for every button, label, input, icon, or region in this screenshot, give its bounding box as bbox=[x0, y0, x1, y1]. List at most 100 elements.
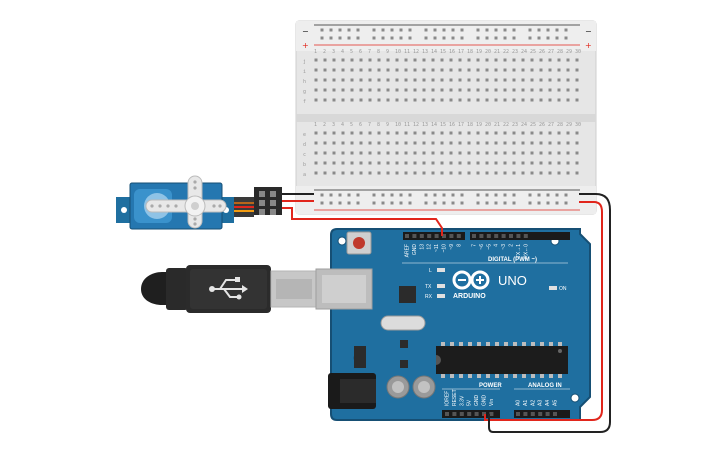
header-pin[interactable] bbox=[516, 412, 520, 416]
breadboard-hole[interactable] bbox=[395, 171, 399, 175]
header-pin[interactable] bbox=[452, 412, 457, 416]
breadboard-hole[interactable] bbox=[350, 78, 354, 82]
breadboard-hole[interactable] bbox=[332, 88, 336, 92]
breadboard-hole[interactable] bbox=[404, 68, 408, 72]
breadboard-hole[interactable] bbox=[314, 98, 318, 102]
rail-hole[interactable] bbox=[451, 193, 455, 197]
rail-hole[interactable] bbox=[512, 28, 516, 32]
breadboard-hole[interactable] bbox=[395, 141, 399, 145]
breadboard-hole[interactable] bbox=[503, 78, 507, 82]
rail-hole[interactable] bbox=[503, 201, 507, 205]
rail-hole[interactable] bbox=[381, 36, 385, 40]
breadboard-hole[interactable] bbox=[512, 161, 516, 165]
header-pin[interactable] bbox=[530, 412, 535, 416]
breadboard-hole[interactable] bbox=[332, 171, 336, 175]
breadboard-hole[interactable] bbox=[440, 131, 444, 135]
rail-hole[interactable] bbox=[372, 28, 376, 32]
breadboard-hole[interactable] bbox=[485, 171, 489, 175]
breadboard-hole[interactable] bbox=[368, 88, 372, 92]
breadboard-hole[interactable] bbox=[494, 161, 498, 165]
breadboard-hole[interactable] bbox=[359, 151, 363, 155]
breadboard-hole[interactable] bbox=[422, 131, 426, 135]
rail-hole[interactable] bbox=[338, 201, 342, 205]
breadboard-hole[interactable] bbox=[350, 88, 354, 92]
breadboard-hole[interactable] bbox=[314, 161, 318, 165]
breadboard-hole[interactable] bbox=[548, 78, 552, 82]
rail-hole[interactable] bbox=[372, 36, 376, 40]
rail-hole[interactable] bbox=[451, 201, 455, 205]
servo-horn[interactable] bbox=[145, 175, 227, 229]
breadboard-hole[interactable] bbox=[449, 68, 453, 72]
rail-hole[interactable] bbox=[442, 201, 446, 205]
breadboard-hole[interactable] bbox=[422, 78, 426, 82]
breadboard-hole[interactable] bbox=[341, 78, 345, 82]
breadboard-hole[interactable] bbox=[449, 98, 453, 102]
header-pin[interactable] bbox=[479, 234, 484, 238]
breadboard-hole[interactable] bbox=[557, 151, 561, 155]
breadboard-hole[interactable] bbox=[548, 98, 552, 102]
breadboard-hole[interactable] bbox=[422, 141, 426, 145]
breadboard-hole[interactable] bbox=[449, 131, 453, 135]
breadboard-hole[interactable] bbox=[314, 78, 318, 82]
breadboard-hole[interactable] bbox=[458, 58, 462, 62]
breadboard-hole[interactable] bbox=[431, 78, 435, 82]
breadboard-hole[interactable] bbox=[539, 171, 543, 175]
breadboard-hole[interactable] bbox=[359, 171, 363, 175]
breadboard-hole[interactable] bbox=[386, 58, 390, 62]
header-pin[interactable] bbox=[489, 412, 494, 416]
rail-hole[interactable] bbox=[338, 28, 342, 32]
breadboard-hole[interactable] bbox=[341, 98, 345, 102]
breadboard-hole[interactable] bbox=[323, 78, 327, 82]
rail-hole[interactable] bbox=[476, 36, 480, 40]
breadboard-hole[interactable] bbox=[476, 68, 480, 72]
breadboard-hole[interactable] bbox=[521, 151, 525, 155]
rail-hole[interactable] bbox=[338, 36, 342, 40]
breadboard-hole[interactable] bbox=[539, 141, 543, 145]
rail-hole[interactable] bbox=[347, 201, 351, 205]
breadboard-hole[interactable] bbox=[494, 68, 498, 72]
breadboard-hole[interactable] bbox=[440, 98, 444, 102]
breadboard-hole[interactable] bbox=[530, 131, 534, 135]
rail-hole[interactable] bbox=[381, 28, 385, 32]
rail-hole[interactable] bbox=[460, 36, 464, 40]
breadboard-hole[interactable] bbox=[350, 98, 354, 102]
breadboard-hole[interactable] bbox=[431, 171, 435, 175]
breadboard-hole[interactable] bbox=[368, 171, 372, 175]
servo-motor[interactable] bbox=[116, 175, 282, 230]
breadboard-hole[interactable] bbox=[494, 171, 498, 175]
breadboard-hole[interactable] bbox=[449, 171, 453, 175]
breadboard-hole[interactable] bbox=[494, 141, 498, 145]
breadboard-hole[interactable] bbox=[494, 131, 498, 135]
breadboard-hole[interactable] bbox=[476, 98, 480, 102]
breadboard-hole[interactable] bbox=[341, 58, 345, 62]
breadboard-hole[interactable] bbox=[530, 151, 534, 155]
breadboard-hole[interactable] bbox=[557, 171, 561, 175]
breadboard-hole[interactable] bbox=[404, 171, 408, 175]
rail-hole[interactable] bbox=[537, 193, 541, 197]
breadboard-hole[interactable] bbox=[341, 68, 345, 72]
rail-hole[interactable] bbox=[399, 36, 403, 40]
breadboard-hole[interactable] bbox=[539, 98, 543, 102]
breadboard-hole[interactable] bbox=[557, 78, 561, 82]
breadboard-hole[interactable] bbox=[467, 58, 471, 62]
rail-hole[interactable] bbox=[494, 193, 498, 197]
breadboard-hole[interactable] bbox=[566, 151, 570, 155]
rail-hole[interactable] bbox=[399, 193, 403, 197]
header-pin[interactable] bbox=[509, 234, 513, 238]
breadboard-hole[interactable] bbox=[386, 141, 390, 145]
rail-hole[interactable] bbox=[399, 28, 403, 32]
breadboard-hole[interactable] bbox=[485, 88, 489, 92]
breadboard-hole[interactable] bbox=[404, 88, 408, 92]
rail-hole[interactable] bbox=[347, 36, 351, 40]
breadboard-hole[interactable] bbox=[422, 68, 426, 72]
breadboard-hole[interactable] bbox=[539, 161, 543, 165]
breadboard-hole[interactable] bbox=[323, 58, 327, 62]
breadboard-hole[interactable] bbox=[413, 151, 417, 155]
rail-hole[interactable] bbox=[320, 28, 324, 32]
breadboard-hole[interactable] bbox=[404, 131, 408, 135]
header-pin[interactable] bbox=[523, 412, 528, 416]
header-pin[interactable] bbox=[459, 412, 464, 416]
rail-hole[interactable] bbox=[442, 36, 446, 40]
arduino-uno[interactable]: L TX RX ON ARDUINO UNO DIGITAL (PWM ~) P… bbox=[315, 228, 591, 421]
rail-hole[interactable] bbox=[494, 201, 498, 205]
